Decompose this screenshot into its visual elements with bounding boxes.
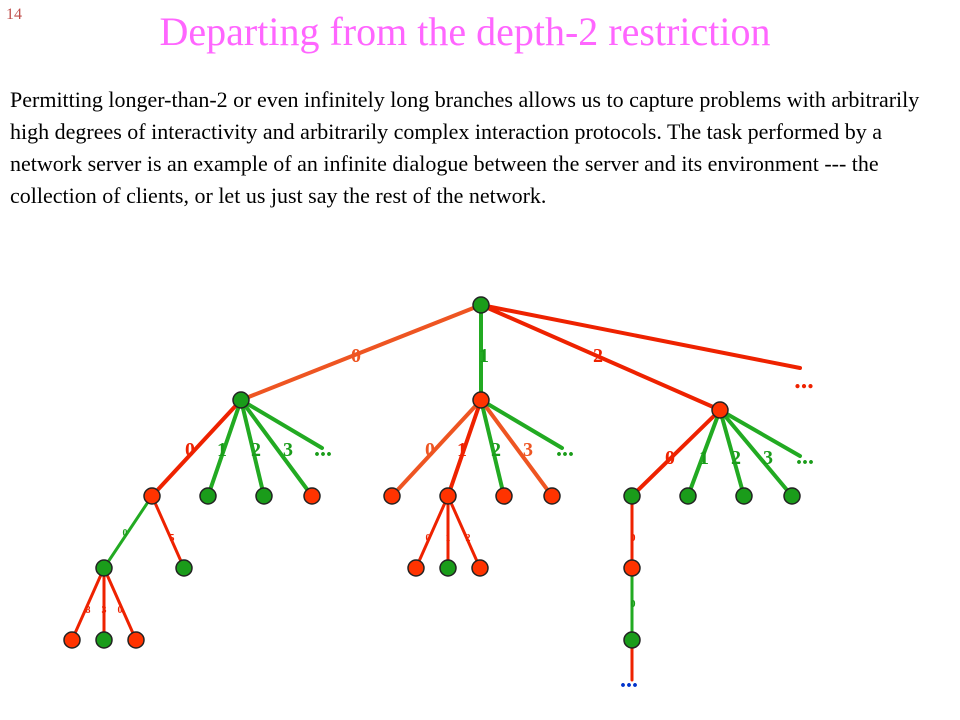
subtree-ellipsis-1: ... (556, 436, 574, 462)
root-edge-0 (239, 303, 483, 402)
edge-label-b000-0: 8 (86, 605, 91, 616)
edge-s0-more (239, 398, 324, 450)
node-s0-2 (255, 487, 273, 505)
node-s0-3 (303, 487, 321, 505)
edge-s2-2 (718, 408, 746, 498)
node-b20-0 (623, 559, 641, 577)
root-edge-2 (479, 303, 722, 412)
slide-title: Departing from the depth-2 restriction (159, 9, 771, 54)
edge-label-s1-2: 2 (491, 439, 501, 461)
edge-label-b000-1: 3 (102, 605, 107, 616)
node-s1-0 (383, 487, 401, 505)
node-b10-2 (471, 559, 489, 577)
edge-label-s2-3: 3 (763, 447, 773, 469)
edge-b000-0 (70, 566, 106, 642)
edge-label-b10-0: 0 (426, 533, 431, 544)
node-b000-1 (95, 631, 113, 649)
edge-label-s1-0: 0 (425, 439, 435, 461)
edge-label-b00-0: 0 (123, 528, 128, 539)
node-b10-0 (407, 559, 425, 577)
edge-label-b10-2: 2 (466, 533, 471, 544)
edge-s2-more (718, 408, 802, 458)
edge-label-root-0: 0 (351, 345, 361, 367)
node-s1-3 (543, 487, 561, 505)
edge-s1-1 (446, 398, 483, 498)
edge-s0-3 (239, 398, 314, 498)
edge-b10-2 (446, 494, 482, 570)
edge-s1-more (479, 398, 564, 450)
node-s0-0 (143, 487, 161, 505)
edge-label-b00-1: 5 (170, 533, 175, 544)
node-s2-3 (783, 487, 801, 505)
node-level1-1 (472, 391, 490, 409)
root-edge-more (479, 303, 802, 370)
body-paragraph: Permitting longer-than-2 or even infinit… (10, 87, 920, 208)
edge-label-s0-0: 0 (185, 439, 195, 461)
edge-label-b000-2: 0 (118, 605, 123, 616)
edge-label-s2-0: 0 (665, 447, 675, 469)
tree-nodes (63, 296, 801, 649)
root-ellipsis: ... (794, 365, 814, 394)
edge-b10-0 (414, 494, 450, 570)
edge-s0-0 (150, 398, 243, 498)
node-s2-1 (679, 487, 697, 505)
edge-label-s0-2: 2 (251, 439, 261, 461)
node-s2-2 (735, 487, 753, 505)
node-s1-1 (439, 487, 457, 505)
node-s0-1 (199, 487, 217, 505)
node-s1-2 (495, 487, 513, 505)
edge-label-b20-0: 0 (631, 533, 636, 544)
edge-b00-1 (150, 494, 186, 570)
subtree-ellipsis-2: ... (796, 444, 814, 470)
edge-label-s2-2: 2 (731, 447, 741, 469)
edge-label-root-1: 1 (479, 345, 489, 367)
node-b000-0 (63, 631, 81, 649)
edge-s2-0 (630, 408, 722, 498)
branch-ellipsis-blue: ... (620, 667, 638, 693)
edge-s1-3 (479, 398, 554, 498)
edge-s1-0 (390, 398, 483, 498)
node-level1-2 (711, 401, 729, 419)
node-b20-1 (623, 631, 641, 649)
edge-label-s1-1: 1 (457, 439, 467, 461)
node-level1-0 (232, 391, 250, 409)
subtree-ellipsis-0: ... (314, 436, 332, 462)
edge-b000-2 (102, 566, 138, 642)
edge-label-b20-1: 0 (631, 599, 636, 610)
edge-b00-0 (102, 494, 154, 570)
tree-edges (70, 303, 802, 682)
edge-label-s2-1: 1 (699, 447, 709, 469)
edge-label-s0-3: 3 (283, 439, 293, 461)
edge-label-b10-1: 1 (446, 533, 451, 544)
slide-number: 14 (6, 6, 22, 23)
edge-s0-2 (239, 398, 266, 498)
edge-s2-3 (718, 408, 794, 498)
edge-s0-1 (206, 398, 243, 498)
edge-s2-1 (686, 408, 722, 498)
node-s2-0 (623, 487, 641, 505)
node-b10-1 (439, 559, 457, 577)
node-b00-0 (95, 559, 113, 577)
edge-label-root-2: 2 (593, 345, 603, 367)
node-root (472, 296, 490, 314)
node-b000-2 (127, 631, 145, 649)
edge-s1-2 (479, 398, 506, 498)
edge-label-s0-1: 1 (217, 439, 227, 461)
edge-label-s1-3: 3 (523, 439, 533, 461)
node-b00-1 (175, 559, 193, 577)
